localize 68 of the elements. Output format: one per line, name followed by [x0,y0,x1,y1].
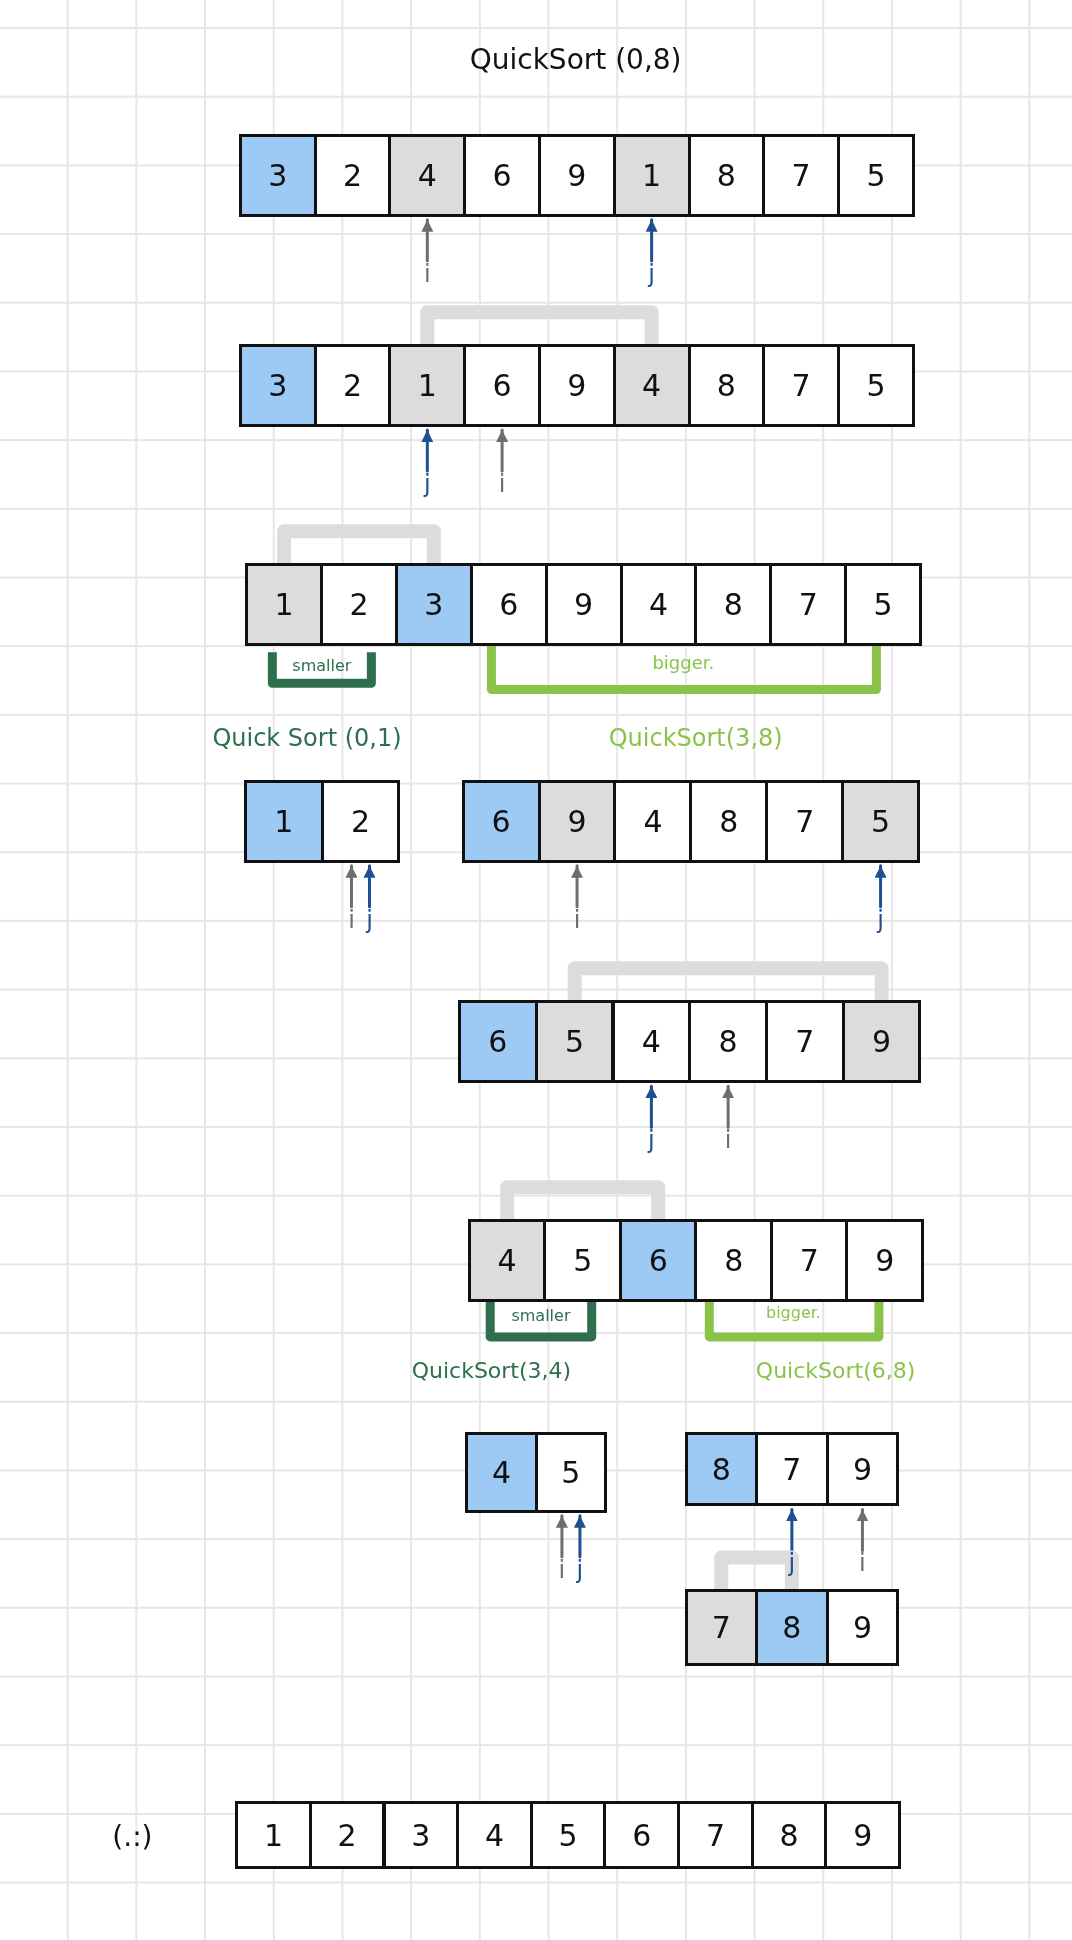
pointer-label: i [418,260,437,287]
pointer-arrow [856,1508,869,1552]
pointer-arrow [496,428,509,473]
pointer-label: j [418,471,437,498]
call-label: QuickSort(3,8) [608,723,783,752]
array-cell: 5 [837,133,915,217]
pointer-label: i [568,906,587,933]
call-label: Quick Sort (0,1) [212,723,402,752]
bracket-label: bigger. [652,651,715,673]
pointer-label: i [493,471,512,498]
array-cell: 8 [755,1589,829,1667]
pointer-arrow [345,864,358,909]
pointer-label: i [719,1127,738,1154]
array-cell: 3 [238,133,317,217]
array-cell: 3 [238,344,317,428]
array-cell: 5 [844,563,923,647]
swap-connector [277,524,441,564]
array-cell: 6 [463,133,541,217]
pointer-arrow [722,1084,735,1129]
pointer-label: i [342,906,361,933]
array-cell: 7 [755,1432,829,1507]
pointer-arrow [571,864,584,909]
array-cell: 1 [235,1801,312,1870]
array-cell: 8 [688,1000,768,1084]
call-label: QuickSort(6,8) [755,1357,916,1383]
array-cell: 7 [677,1801,754,1870]
array-cell: 2 [320,563,398,647]
pointer-label: i [552,1556,571,1583]
array-cell: 8 [694,1219,773,1303]
pointer-arrow [573,1514,586,1559]
smiley-text: (.:) [112,1819,153,1853]
array-cell: 1 [243,779,324,863]
swap-connector [714,1550,799,1590]
pointer-arrow [785,1508,798,1552]
array-cell: 5 [837,344,915,428]
swap-connector [500,1180,666,1220]
pointer-arrow [363,864,376,909]
array-cell: 4 [465,1432,538,1513]
pointer-label: j [642,1127,661,1154]
pointer-arrow [421,218,434,263]
call-label: QuickSort(3,4) [411,1357,572,1383]
array-cell: 5 [841,779,920,863]
title: QuickSort (0,8) [469,42,682,76]
bracket-label: smaller [292,655,352,675]
array-cell: 1 [245,563,323,647]
pointer-arrow [555,1514,568,1559]
pointer-arrow [645,218,658,263]
array-cell: 6 [463,344,541,428]
pointer-label: i [853,1550,872,1577]
bracket-label: bigger. [766,1302,821,1322]
bracket-label: smaller [511,1305,571,1325]
array-cell: 9 [824,1801,902,1870]
pointer-label: j [570,1556,589,1583]
pointer-label: j [642,260,661,287]
pointer-label: j [360,906,379,933]
pointer-arrow [645,1084,658,1129]
array-cell: 9 [845,1219,924,1303]
swap-connector [420,305,659,345]
swap-connector [567,961,889,1001]
array-cell: 7 [765,1000,845,1084]
pointer-arrow [421,428,434,473]
array-cell: 6 [461,779,541,863]
pointer-arrow [874,864,887,909]
array-cell: 5 [543,1219,622,1303]
pointer-label: j [782,1550,801,1577]
pointer-label: j [871,906,890,933]
array-cell: 6 [458,1000,538,1084]
array-cell: 4 [456,1801,533,1870]
